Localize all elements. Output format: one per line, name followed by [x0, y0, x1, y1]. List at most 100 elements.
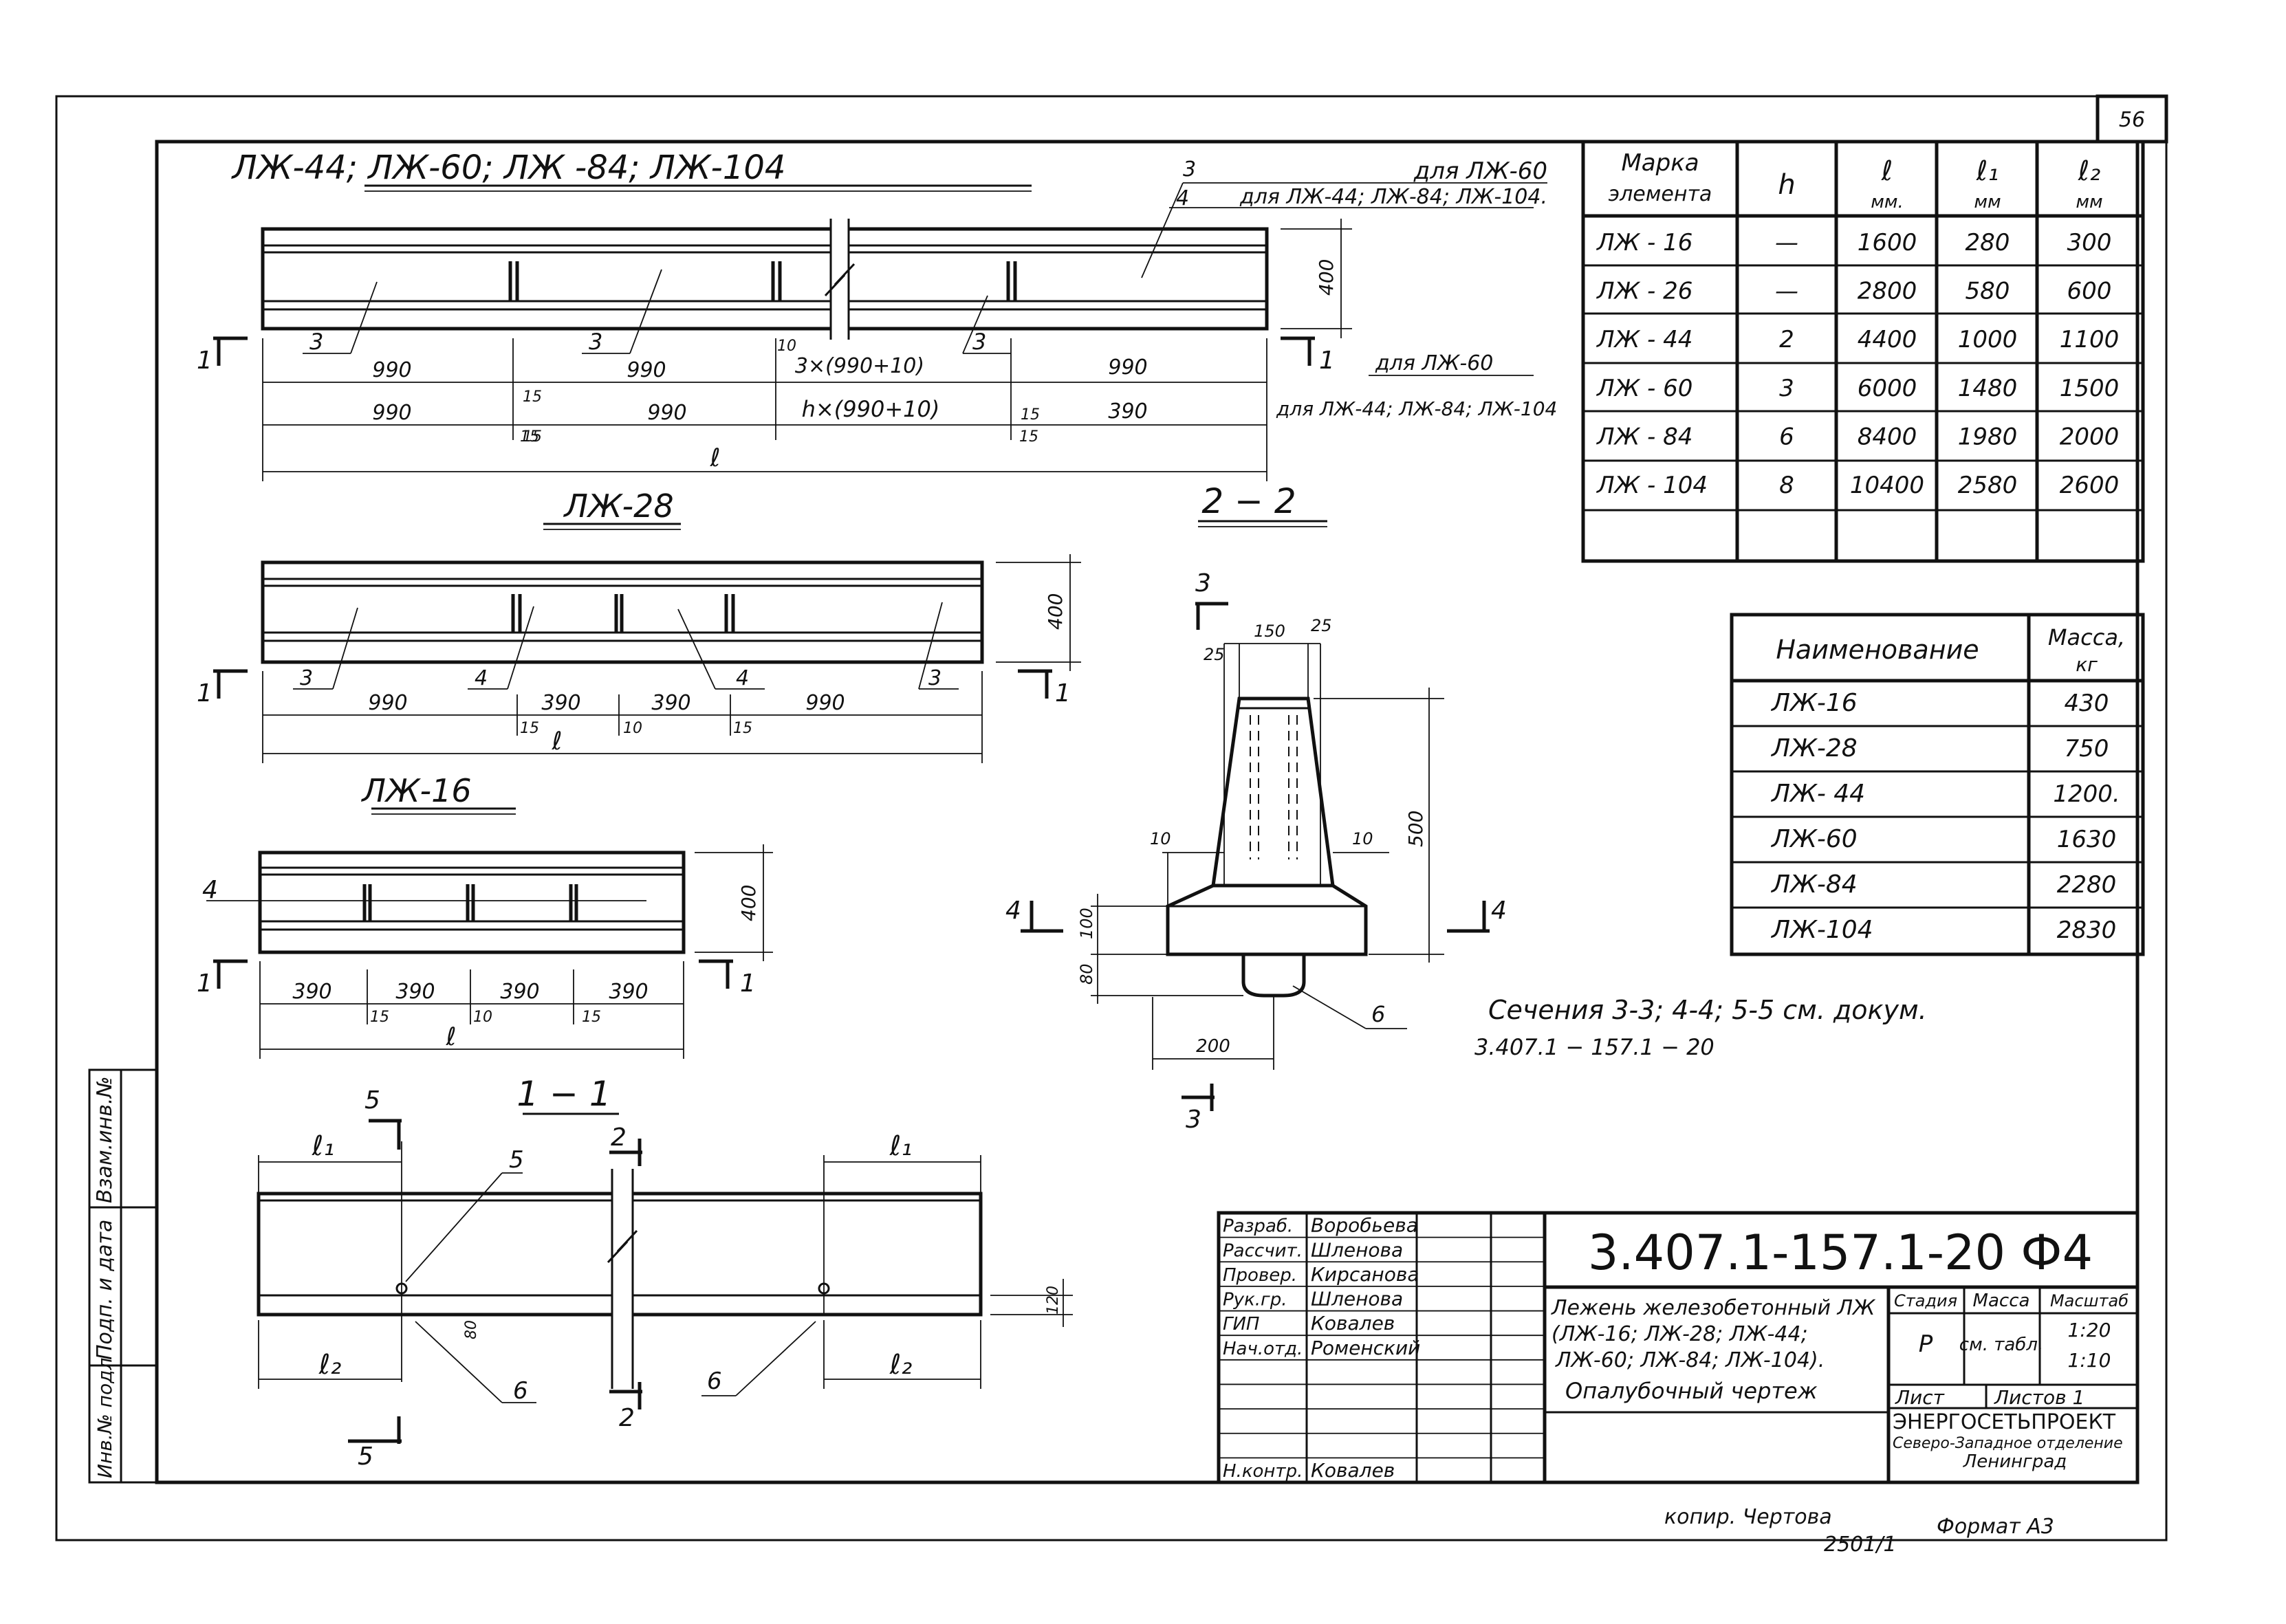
- dim-cell: 1500: [2060, 375, 2120, 402]
- svg-text:ℓ: ℓ: [1881, 155, 1893, 187]
- dim-cell: 1600: [1858, 229, 1917, 256]
- mass-cell-name: ЛЖ-84: [1770, 870, 1858, 899]
- mass-header-name: Наименование: [1776, 635, 1979, 665]
- dim-cell: ЛЖ - 104: [1596, 472, 1708, 499]
- tb-city: Ленинград: [1963, 1451, 2067, 1472]
- svg-text:3: 3: [309, 329, 323, 355]
- main-beam: [261, 227, 1269, 331]
- dim-note-60: для ЛЖ-60: [1375, 351, 1493, 375]
- dim-r2-5: 390: [1108, 399, 1147, 424]
- dim-note-other: для ЛЖ-44; ЛЖ-84; ЛЖ-104: [1276, 397, 1557, 420]
- s22-dim-25r: 25: [1311, 616, 1332, 635]
- lzh16-leader: 4: [202, 876, 218, 904]
- dim-cell: 2600: [2060, 472, 2120, 499]
- lzh28-d1-3: 990: [805, 691, 845, 715]
- lzh16-d2-2: 15: [582, 1009, 601, 1026]
- s22-dim-500: 500: [1404, 811, 1427, 847]
- tb-role: Рассчит.: [1223, 1240, 1303, 1261]
- dim-cell: ЛЖ - 60: [1596, 375, 1692, 402]
- tb-role: Н.контр.: [1223, 1461, 1303, 1482]
- lzh16-title: ЛЖ-16: [360, 772, 471, 809]
- dim-cell: 580: [1966, 278, 2010, 305]
- lzh16-d1-1: 390: [395, 980, 435, 1004]
- leader-4: 4: [1176, 186, 1189, 210]
- dim-r1-0: 990: [372, 358, 411, 382]
- lzh28-leader-2: 4: [736, 666, 749, 690]
- tb-desc-1: (ЛЖ-16; ЛЖ-28; ЛЖ-44;: [1552, 1322, 1808, 1346]
- dim-cell: —: [1775, 229, 1798, 256]
- outer-frame: [55, 95, 2168, 1541]
- dim-cell: 1100: [2060, 326, 2120, 353]
- tb-desc-3: Опалубочный чертеж: [1565, 1378, 1818, 1404]
- s11-title: 1 − 1: [516, 1074, 611, 1114]
- s11-l2-right: ℓ₂: [889, 1349, 913, 1381]
- lzh28-d2-0: 15: [520, 720, 539, 737]
- tb-scale-1: 1:10: [2068, 1349, 2111, 1372]
- view-lzh16: ЛЖ-16 400 4 1 1 390 390 390 390 15 10 15…: [197, 772, 773, 1059]
- s11-l2-left: ℓ₂: [318, 1349, 342, 1381]
- dim-r2-3: h×(990+10): [802, 396, 940, 422]
- tb-role: Рук.гр.: [1223, 1290, 1287, 1310]
- lzh16-height: 400: [737, 885, 760, 921]
- svg-text:мм: мм: [2076, 192, 2102, 212]
- dim-cell: 1480: [1958, 375, 2018, 402]
- mass-cell-value: 430: [2065, 690, 2109, 717]
- lzh28-mark-right: 1: [1055, 679, 1071, 707]
- main-title: ЛЖ-44; ЛЖ-60; ЛЖ -84; ЛЖ-104: [231, 149, 786, 187]
- lzh16-d1-2: 390: [500, 980, 539, 1004]
- dim-cell: 8: [1779, 472, 1794, 499]
- s22-dim-150: 150: [1254, 622, 1285, 641]
- s11-l1-left: ℓ₁: [312, 1130, 335, 1162]
- lzh28-d2-1: 10: [623, 720, 642, 737]
- lzh28-mark-left: 1: [197, 679, 213, 707]
- tb-person: Ковалев: [1311, 1459, 1395, 1482]
- inner-frame: [155, 140, 2140, 1484]
- dim-r2-2: 990: [647, 401, 686, 425]
- leader-3: 3: [1183, 157, 1196, 182]
- lzh28-height: 400: [1044, 593, 1067, 630]
- dim-cell: 10400: [1850, 472, 1924, 499]
- footer-copied: копир. Чертова: [1664, 1505, 1832, 1529]
- s11-leader6-left: 6: [513, 1377, 528, 1405]
- tb-stage: Р: [1919, 1330, 1933, 1358]
- tb-desc-2: ЛЖ-60; ЛЖ-84; ЛЖ-104).: [1555, 1348, 1825, 1372]
- dimensions-table: Марка элемента h ℓ мм. ℓ₁ мм ℓ₂ мм ЛЖ - …: [1581, 140, 2145, 563]
- main-total: ℓ: [710, 444, 721, 472]
- lzh16-d2-1: 10: [473, 1009, 492, 1026]
- lzh28-leader-0: 3: [300, 666, 313, 690]
- tb-person: Роменский: [1311, 1337, 1420, 1359]
- tb-person: Кирсанова: [1311, 1263, 1419, 1286]
- tb-scale-h: Масштаб: [2050, 1291, 2129, 1310]
- svg-text:ℓ₁: ℓ₁: [1976, 155, 1999, 187]
- section-mark-right: 1: [1319, 347, 1335, 375]
- lzh16-total: ℓ: [446, 1023, 457, 1051]
- s11-mark5-top: 5: [364, 1086, 380, 1115]
- note-line2: 3.407.1 − 157.1 − 20: [1474, 1034, 1714, 1060]
- title-block: 3.407.1-157.1-20 Ф4 Лежень железобетонны…: [1217, 1211, 2140, 1484]
- lzh28-total: ℓ: [552, 727, 563, 756]
- view-section-2-2: 2 − 2 150 25 25 10 10 500: [1005, 481, 1507, 1134]
- dim-cell: 6: [1779, 423, 1794, 450]
- dim-r2-4: 15: [1021, 406, 1040, 424]
- dim-cell: ЛЖ - 26: [1596, 278, 1692, 305]
- svg-text:кг: кг: [2076, 653, 2098, 676]
- lzh16-d1-3: 390: [609, 980, 648, 1004]
- lzh16-mark-left: 1: [197, 969, 213, 998]
- lzh16-d2-0: 15: [370, 1009, 389, 1026]
- tb-org-sub: Северо-Западное отделение: [1893, 1435, 2123, 1452]
- tb-role: Провер.: [1223, 1265, 1297, 1286]
- tb-person: Шленова: [1311, 1288, 1403, 1310]
- s22-dim-10l: 10: [1150, 829, 1171, 848]
- s11-dim-120: 120: [1045, 1286, 1062, 1315]
- s22-mark4-left: 4: [1005, 897, 1021, 925]
- s22-leader6: 6: [1371, 1001, 1385, 1027]
- tb-mass-h: Масса: [1973, 1291, 2030, 1311]
- tb-code: 3.407.1-157.1-20 Ф4: [1588, 1225, 2093, 1281]
- s22-mark3-bottom: 3: [1186, 1106, 1201, 1134]
- mass-cell-name: ЛЖ-104: [1770, 916, 1873, 944]
- s22-dim-100: 100: [1077, 908, 1096, 939]
- lzh28-title: ЛЖ-28: [563, 487, 673, 525]
- side-label-3: Инв.№ подл: [94, 1358, 116, 1478]
- tb-scale-0: 1:20: [2068, 1319, 2111, 1341]
